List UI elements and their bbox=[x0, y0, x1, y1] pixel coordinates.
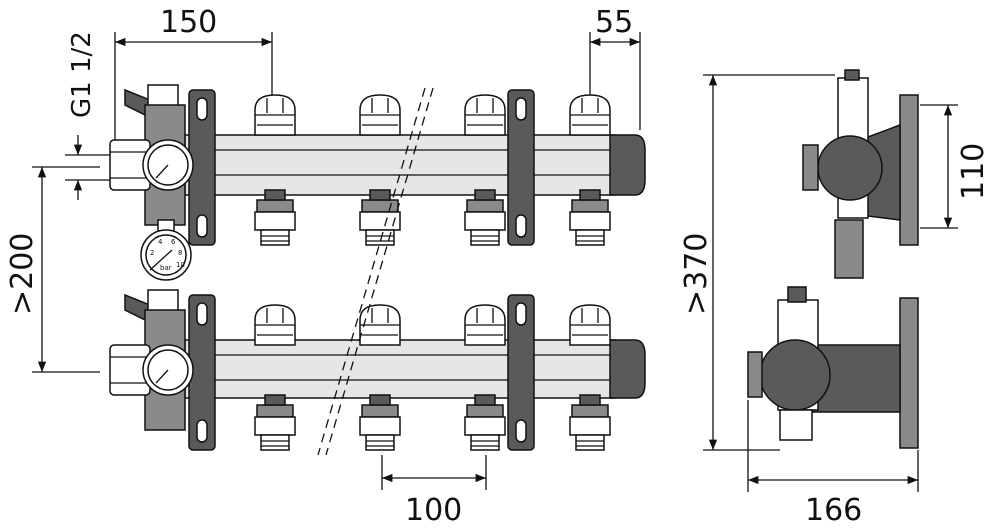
pressure-gauge: 2 4 6 8 10 bar bbox=[140, 219, 192, 281]
gauge-tick: 10 bbox=[176, 261, 185, 269]
dim-370: >370 bbox=[679, 233, 714, 315]
break-line bbox=[325, 87, 434, 456]
dim-200: >200 bbox=[5, 233, 40, 315]
dim-thread: G1 1/2 bbox=[67, 31, 97, 118]
side-view-bottom bbox=[747, 286, 919, 449]
top-manifold bbox=[109, 84, 646, 246]
gauge-tick: 4 bbox=[158, 238, 163, 246]
gauge-tick: 6 bbox=[171, 238, 176, 246]
gauge-unit: bar bbox=[160, 264, 172, 272]
dim-166: 166 bbox=[805, 493, 862, 528]
dim-110: 110 bbox=[956, 143, 991, 200]
gauge-tick: 2 bbox=[150, 249, 154, 257]
dimension-lines bbox=[32, 32, 958, 492]
dim-55: 55 bbox=[595, 5, 633, 40]
bottom-manifold bbox=[109, 289, 646, 451]
side-view-top bbox=[802, 69, 919, 279]
dim-150: 150 bbox=[160, 5, 217, 40]
dim-100: 100 bbox=[405, 493, 462, 528]
break-line bbox=[317, 87, 426, 456]
gauge-tick: 8 bbox=[178, 249, 182, 257]
